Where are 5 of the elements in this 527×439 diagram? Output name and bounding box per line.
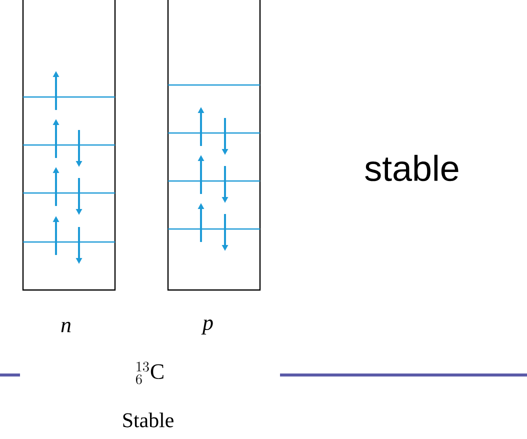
isotope-symbol: ${}^{13}_{6}\mathrm{C}$: [136, 362, 164, 384]
caption: stable: [365, 154, 458, 182]
caption: Stable: [123, 412, 174, 428]
axis-label: n: [61, 322, 71, 332]
axis-label: p: [201, 319, 213, 334]
